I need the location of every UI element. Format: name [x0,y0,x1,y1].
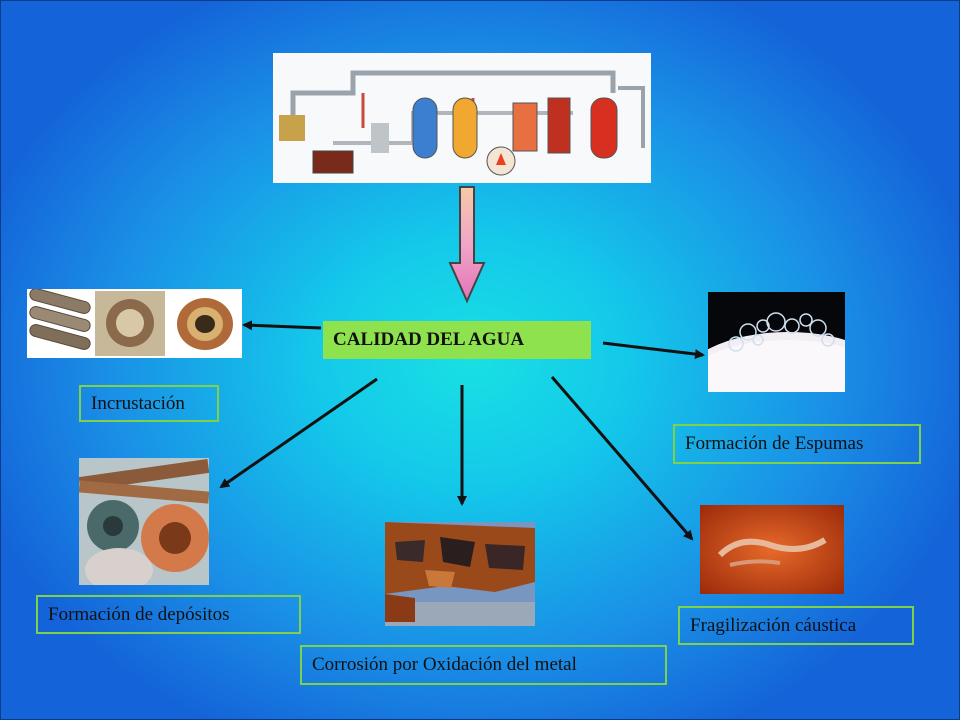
arrow-to-incrustacion [242,320,322,331]
depositos-label: Formación de depósitos [36,595,301,634]
process-down-arrow [448,186,486,304]
corrosion-label: Corrosión por Oxidación del metal [300,645,667,685]
boiler-process-diagram-image [273,53,651,183]
depositos-text: Formación de depósitos [48,603,230,625]
incrustacion-text: Incrustación [91,392,185,414]
arrow-to-fragilizacion [550,376,694,541]
espumas-foam-image [708,292,845,392]
incrustacion-label: Incrustación [79,385,219,422]
fragilizacion-text: Fragilización cáustica [690,614,857,636]
arrow-to-espumas [602,341,705,360]
incrustacion-pipes-image [27,289,242,358]
fragilizacion-label: Fragilización cáustica [678,606,914,645]
espumas-text: Formación de Espumas [685,433,864,454]
arrow-to-depositos [219,377,378,489]
depositos-deposits-image [79,458,209,585]
espumas-label: Formación de Espumas [673,424,921,464]
calidad-del-agua-label: CALIDAD DEL AGUA [323,321,591,359]
fragilizacion-crack-image [700,505,844,594]
corrosion-text: Corrosión por Oxidación del metal [312,654,577,675]
center-label-text: CALIDAD DEL AGUA [333,329,525,350]
corrosion-rusted-hull-image [385,522,535,626]
